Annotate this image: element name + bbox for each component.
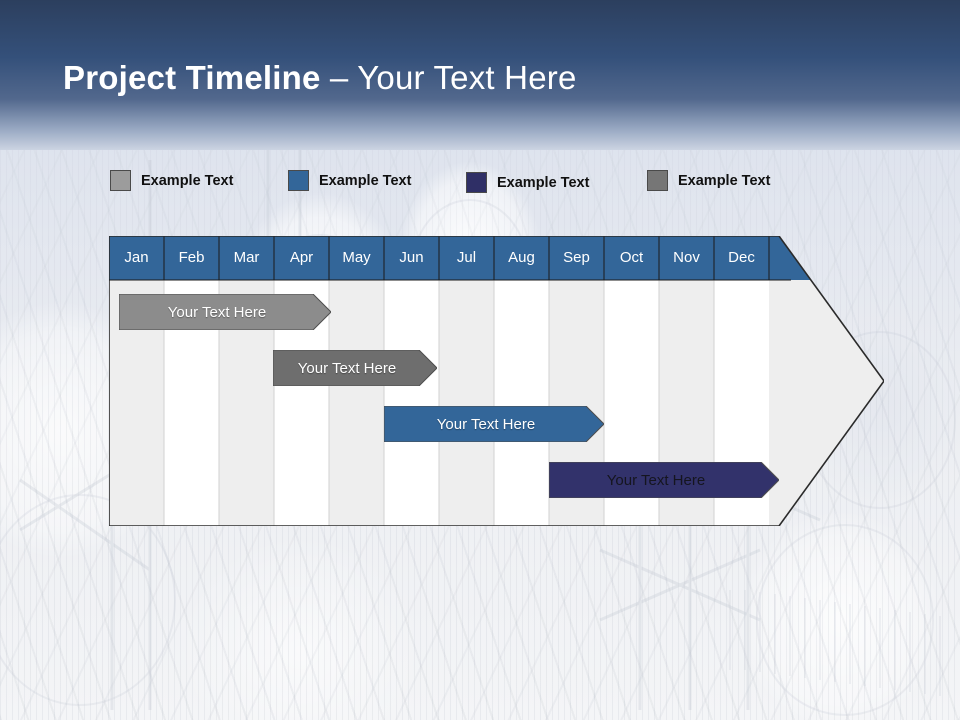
- timeline-bar-1[interactable]: Your Text Here: [119, 294, 331, 330]
- timeline-bar-label-4: Your Text Here: [606, 471, 706, 489]
- timeline-bar-2[interactable]: Your Text Here: [273, 350, 437, 386]
- legend: Example Text Example Text Example Text E…: [0, 160, 960, 200]
- legend-item-1[interactable]: Example Text: [110, 170, 233, 191]
- legend-label-1: Example Text: [141, 172, 234, 189]
- page-title-bold: Project Timeline: [63, 59, 321, 96]
- timeline-bar-4[interactable]: Your Text Here: [549, 462, 779, 498]
- title-band: [0, 0, 960, 150]
- page-title: Project Timeline – Your Text Here: [63, 59, 577, 97]
- timeline-bar-label-1: Your Text Here: [167, 303, 267, 321]
- timeline-bar-3[interactable]: Your Text Here: [384, 406, 604, 442]
- legend-swatch-1: [110, 170, 131, 191]
- page-title-separator: –: [320, 59, 358, 96]
- legend-item-2[interactable]: Example Text: [288, 170, 411, 191]
- legend-swatch-4: [647, 170, 668, 191]
- timeline-bar-label-2: Your Text Here: [297, 359, 397, 377]
- legend-swatch-2: [288, 170, 309, 191]
- legend-swatch-3: [466, 172, 487, 193]
- legend-label-2: Example Text: [319, 172, 412, 189]
- page-title-light: Your Text Here: [357, 59, 577, 96]
- timeline-bar-label-3: Your Text Here: [436, 415, 536, 433]
- legend-item-4[interactable]: Example Text: [647, 170, 770, 191]
- legend-label-4: Example Text: [678, 172, 771, 189]
- legend-item-3[interactable]: Example Text: [466, 172, 589, 193]
- legend-label-3: Example Text: [497, 174, 590, 191]
